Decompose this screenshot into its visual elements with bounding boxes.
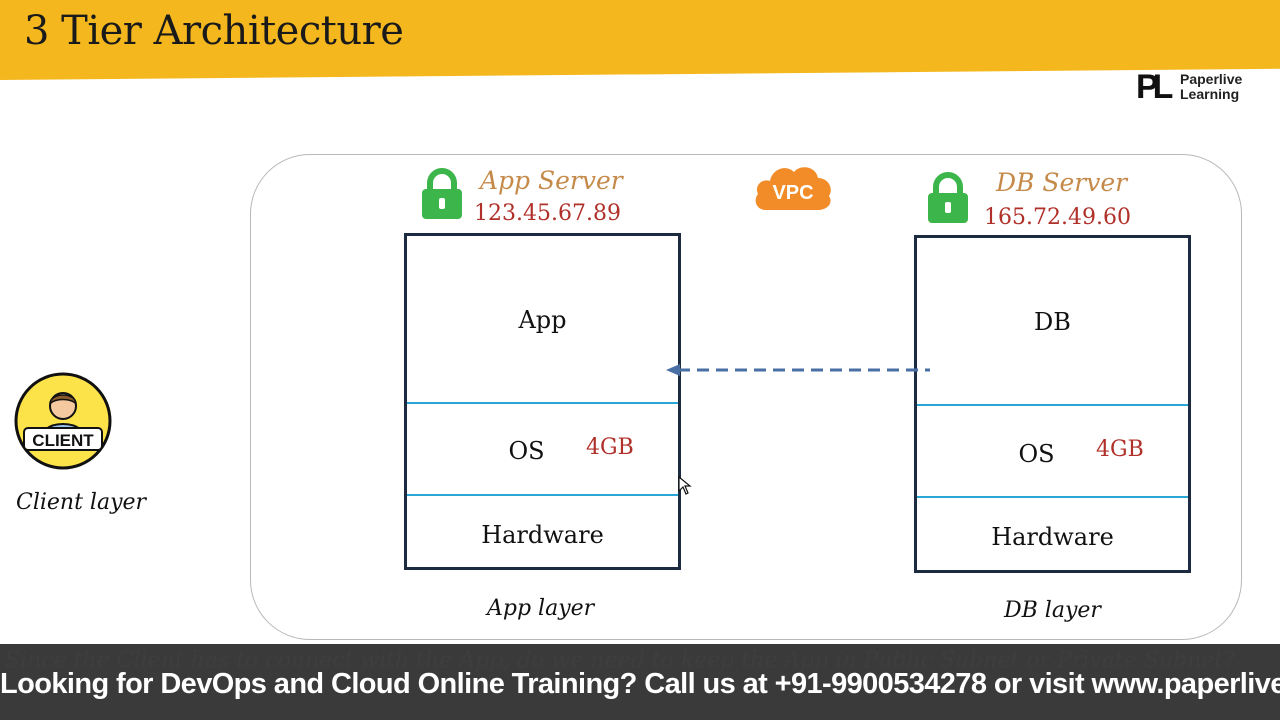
client-layer-label: Client layer [16,490,147,515]
lock-icon [928,172,968,223]
promo-text: Looking for DevOps and Cloud Online Trai… [0,668,1280,700]
brand-mark: PL [1136,68,1174,106]
db-layer-label: DB layer [1004,598,1101,623]
app-server-box: App OS 4GB Hardware [404,233,681,570]
app-layer-label: App layer [487,596,595,621]
app-os-memory: 4GB [586,435,634,460]
tier-divider [407,494,678,496]
db-server-title: DB Server [996,168,1128,197]
brand-name-line1: Paperlive [1180,71,1243,87]
db-server-ip: 165.72.49.60 [984,205,1131,230]
client-badge-label: CLIENT [32,431,94,450]
vpc-label: VPC [772,182,813,204]
question-text: Since the Client has to connect with the… [5,648,1235,673]
vpc-boundary [250,154,1242,640]
mouse-cursor-icon [678,476,692,495]
lock-icon [422,168,462,219]
brand-name: Paperlive Learning [1180,72,1280,102]
db-tier-label: DB [1034,308,1071,336]
app-server-ip: 123.45.67.89 [474,201,621,226]
tier-divider [917,496,1188,498]
header-bar [0,0,1280,80]
app-hardware-label: Hardware [481,521,604,549]
bottom-banner: Since the Client has to connect with the… [0,644,1280,720]
tier-divider [917,404,1188,406]
vpc-cloud-icon: VPC [755,167,831,210]
app-server-title: App Server [480,166,623,195]
app-tier-label: App [518,306,567,334]
page-title: 3 Tier Architecture [24,8,404,54]
tier-divider [407,402,678,404]
app-os-label: OS [508,437,545,465]
client-avatar-icon: CLIENT [14,372,112,470]
db-hardware-label: Hardware [991,523,1114,551]
db-os-memory: 4GB [1096,437,1144,462]
db-os-label: OS [1018,440,1055,468]
db-server-box: DB OS 4GB Hardware [914,235,1191,573]
arrow-left-icon [666,364,930,376]
brand-name-line2: Learning [1180,86,1240,102]
